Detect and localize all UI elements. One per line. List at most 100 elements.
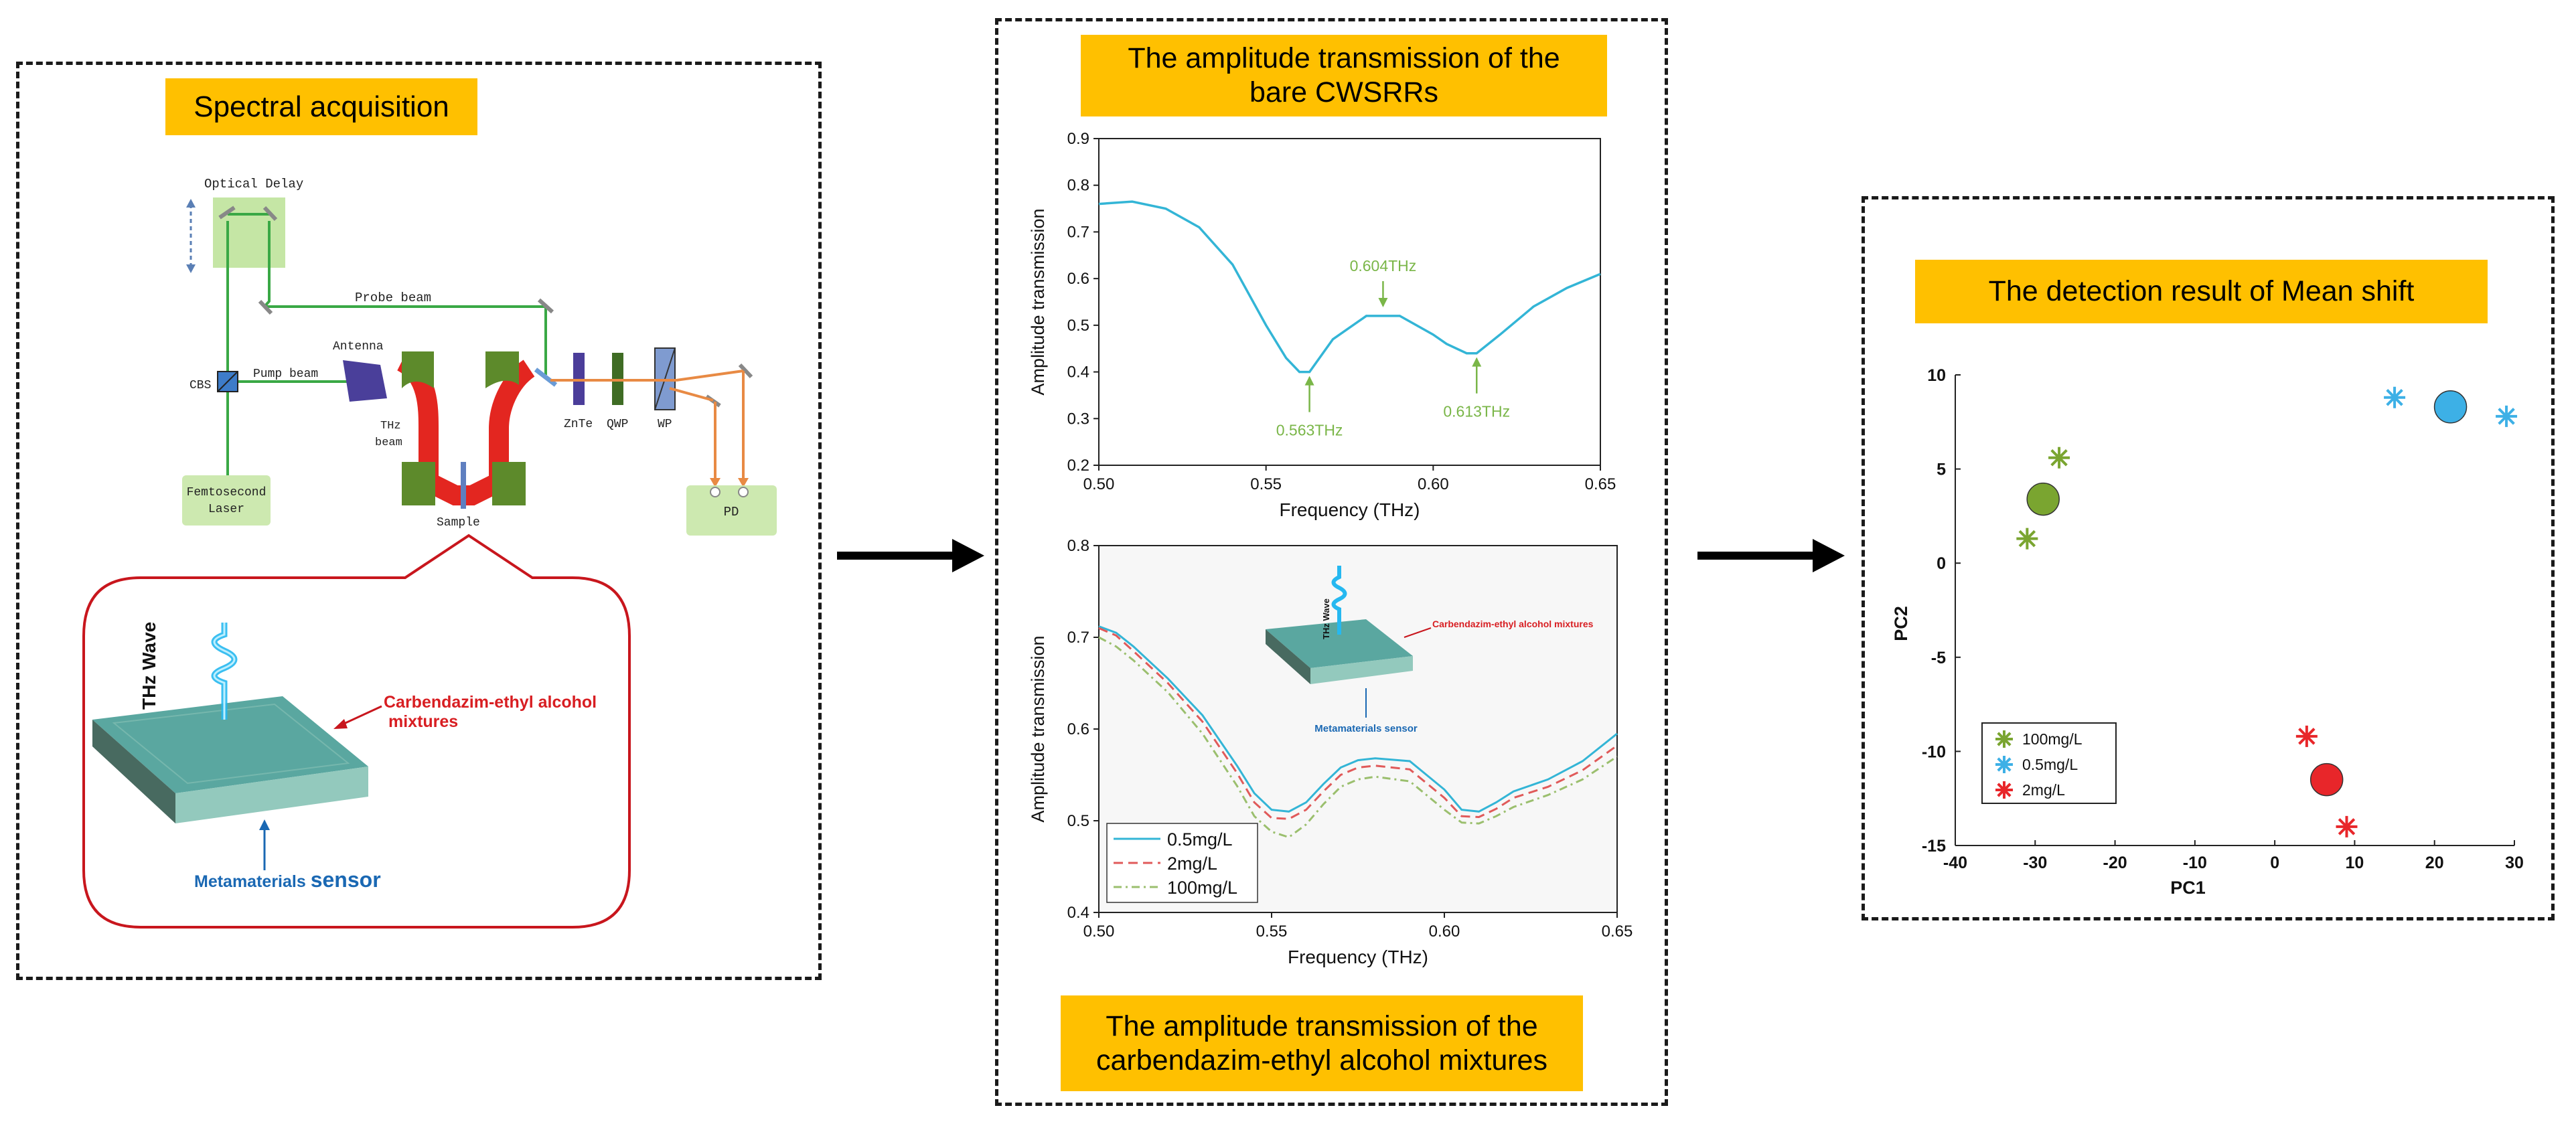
y-tick-label: 0.4	[1067, 904, 1089, 922]
mixtures-title: The amplitude transmission of the carben…	[1061, 995, 1583, 1091]
transmission-panel	[995, 18, 1668, 1106]
x-tick-label: 30	[2505, 854, 2524, 872]
legend-label: 100mg/L	[2022, 730, 2082, 748]
sample-point	[2016, 528, 2038, 550]
thz-beam-path	[396, 352, 535, 505]
x-tick-label: -30	[2023, 854, 2047, 872]
inset-thz-label: THz Wave	[1321, 598, 1331, 639]
y-axis-label: Amplitude transmission	[1028, 208, 1048, 395]
sensor-slab	[92, 696, 368, 823]
y-tick-label: 0.8	[1067, 537, 1089, 555]
inset-slab-front	[1310, 656, 1413, 684]
series-line-0	[1098, 625, 1618, 813]
mean-shift-title: The detection result of Mean shift	[1915, 260, 2488, 323]
svg-text:Laser: Laser	[208, 503, 244, 516]
legend-marker	[1995, 756, 2013, 773]
sample-point	[2384, 386, 2406, 408]
y-tick-label: 0.9	[1067, 130, 1089, 148]
transmission-curve	[1098, 200, 1601, 374]
mixture-label: Carbendazim-ethyl alcohol	[384, 693, 597, 712]
annotation-label: 0.563THz	[1276, 422, 1343, 439]
y-tick-label: 0.7	[1067, 629, 1089, 647]
y-tick-label: 0.5	[1067, 812, 1089, 830]
y-tick-label: 0.3	[1067, 410, 1089, 428]
y-tick-label: 0.4	[1067, 364, 1089, 382]
y-tick-label: 10	[1927, 366, 1946, 385]
legend-marker	[1995, 781, 2013, 799]
sample-point	[2048, 447, 2070, 469]
legend-label: 2mg/L	[2022, 781, 2065, 799]
plot-frame	[1098, 138, 1601, 466]
annotation-arrowhead	[1378, 297, 1388, 307]
y-tick-label: 0.2	[1067, 457, 1089, 475]
inset-mixture-label: Carbendazim-ethyl alcohol mixtures	[1432, 619, 1594, 629]
x-axis-label: PC1	[2170, 878, 2206, 898]
flow-arrow-2	[1697, 539, 1845, 572]
cbs-label: CBS	[190, 379, 211, 392]
x-tick-label: 20	[2425, 854, 2444, 872]
annotation-arrowhead	[1472, 357, 1482, 367]
legend-marker	[1995, 730, 2013, 748]
x-tick-label: -40	[1943, 854, 1967, 872]
thz-wave-label: THz Wave	[139, 622, 159, 710]
antenna	[343, 360, 387, 402]
y-tick-label: 0.5	[1067, 317, 1089, 335]
thz-setup-diagram: Optical Delay Probe beam CBS Pump beam F…	[82, 177, 777, 929]
annotation-label: 0.613THz	[1443, 403, 1510, 420]
optical-delay-box	[213, 197, 285, 268]
y-axis-label: PC2	[1891, 606, 1911, 641]
sample-label: Sample	[437, 516, 480, 530]
x-tick-label: 10	[2346, 854, 2364, 872]
x-axis-label: Frequency (THz)	[1279, 499, 1420, 520]
thz-beam-label: THz	[380, 420, 401, 432]
femtosecond-laser-box	[182, 475, 271, 526]
x-tick-label: 0.65	[1585, 475, 1616, 493]
cluster-center	[2026, 482, 2060, 516]
spectral-acquisition-panel	[16, 62, 822, 980]
optical-delay-label: Optical Delay	[204, 177, 303, 191]
sample-point	[2336, 815, 2358, 837]
y-tick-label: -10	[1922, 742, 1946, 761]
inset-sensor-label: Metamaterials sensor	[1314, 723, 1418, 734]
x-tick-label: 0.60	[1429, 922, 1460, 941]
svg-text:Femtosecond: Femtosecond	[187, 486, 267, 499]
sample-point	[2295, 725, 2318, 747]
svg-text:mixtures: mixtures	[388, 712, 458, 731]
y-tick-label: 5	[1937, 461, 1946, 479]
cluster-center	[2309, 762, 2344, 797]
x-tick-label: 0	[2270, 854, 2279, 872]
y-tick-label: 0.8	[1067, 177, 1089, 195]
x-tick-label: -20	[2103, 854, 2127, 872]
sensor-label: Metamaterials sensor	[194, 868, 381, 892]
spectral-acquisition-title: Spectral acquisition	[165, 78, 477, 135]
x-tick-label: -10	[2183, 854, 2207, 872]
annotation-arrowhead	[1304, 376, 1314, 386]
legend-label: 100mg/L	[1167, 878, 1237, 898]
x-axis-label: Frequency (THz)	[1288, 947, 1428, 967]
x-tick-label: 0.65	[1602, 922, 1633, 941]
flow-arrow-1	[837, 539, 984, 572]
y-tick-label: 0.6	[1067, 720, 1089, 738]
pump-beam-label: Pump beam	[253, 368, 318, 381]
svg-text:beam: beam	[375, 436, 402, 449]
x-tick-label: 0.60	[1418, 475, 1449, 493]
y-tick-label: 0.6	[1067, 270, 1089, 288]
cluster-center	[2433, 390, 2468, 424]
bare-cwsrr-title: The amplitude transmission of the bare C…	[1081, 35, 1607, 116]
y-tick-label: -15	[1922, 837, 1946, 856]
legend-label: 0.5mg/L	[2022, 756, 2078, 773]
probe-beam-label: Probe beam	[355, 291, 431, 305]
inset-mixture-arrow	[1404, 627, 1432, 638]
y-tick-label: 0	[1937, 554, 1946, 573]
x-tick-label: 0.55	[1250, 475, 1282, 493]
legend-label: 2mg/L	[1167, 854, 1217, 874]
y-tick-label: -5	[1931, 649, 1946, 667]
y-tick-label: 0.7	[1067, 223, 1089, 241]
wp-label: WP	[658, 418, 672, 431]
inset-slab-top	[1266, 619, 1413, 668]
pd-box	[686, 485, 777, 536]
series-line-1	[1098, 627, 1618, 820]
